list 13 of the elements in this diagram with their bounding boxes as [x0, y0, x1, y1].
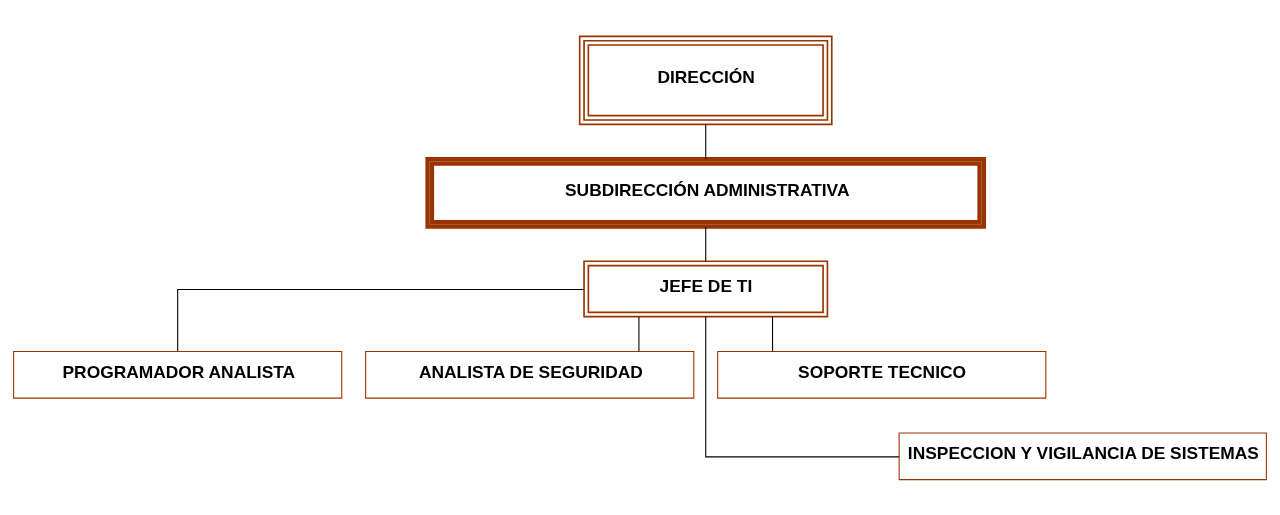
- node-box: ANALISTA DE SEGURIDAD: [365, 350, 695, 399]
- connector: [772, 316, 774, 352]
- node-box: SOPORTE TECNICO: [717, 350, 1047, 399]
- node-box: JEFE DE TI: [583, 259, 829, 317]
- node-box: INSPECCION Y VIGILANCIA DE SISTEMAS: [898, 431, 1267, 480]
- connector: [177, 288, 585, 352]
- connector: [705, 315, 900, 457]
- connector: [705, 225, 707, 262]
- connector: [705, 123, 707, 159]
- node-box: SUBDIRECCIÓN ADMINISTRATIVA: [425, 156, 987, 229]
- connector: [638, 316, 640, 352]
- node-box: PROGRAMADOR ANALISTA: [13, 350, 343, 399]
- node-box: DIRECCIÓN: [578, 35, 833, 125]
